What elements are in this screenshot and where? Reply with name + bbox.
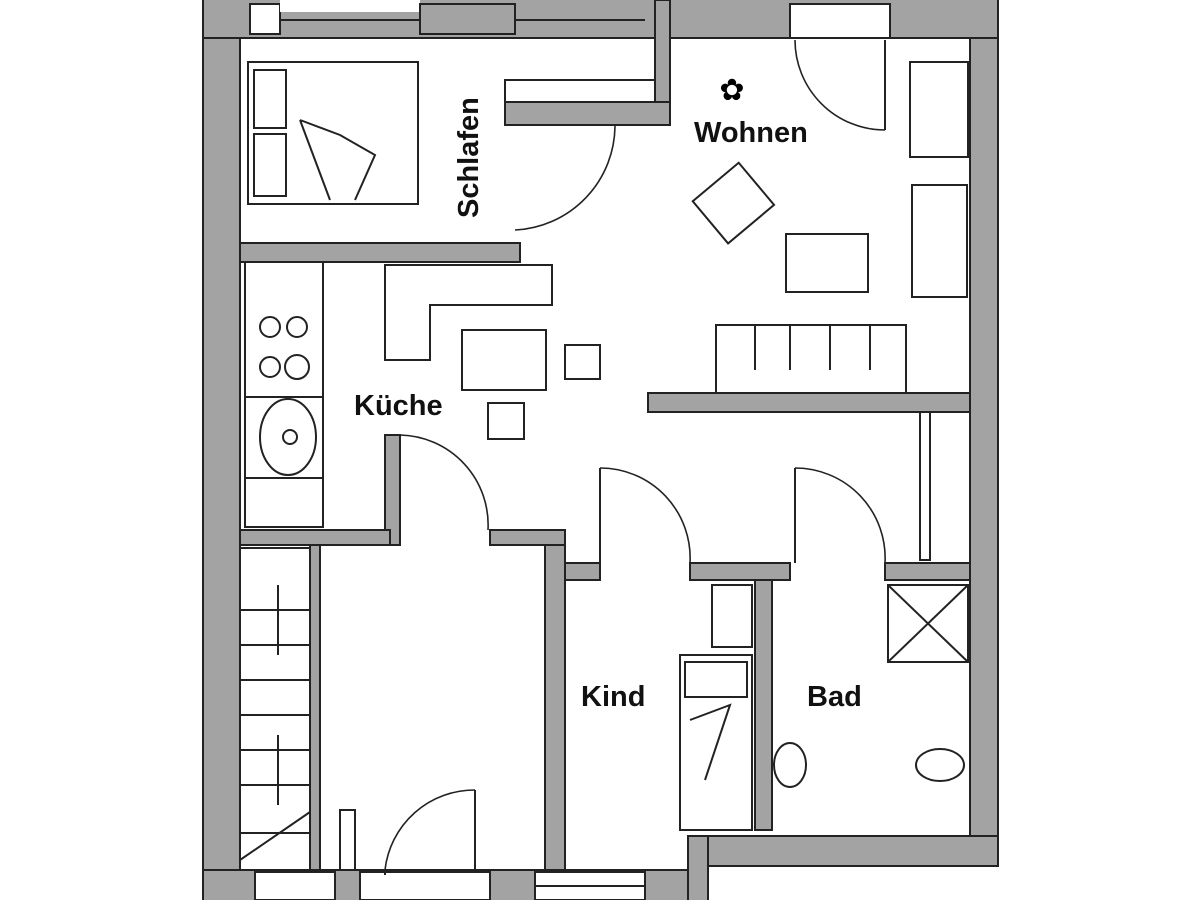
interior-walls: [239, 0, 971, 871]
side-sofa: [911, 184, 968, 298]
svg-text:✿: ✿: [719, 73, 744, 108]
sofa: [715, 324, 907, 394]
room-label-kind: Kind: [581, 681, 645, 713]
corner-bench: [384, 264, 553, 361]
room-label-schlafen: Schlafen: [453, 97, 485, 218]
dining-table: [461, 329, 601, 440]
bed-double: [247, 61, 419, 205]
room-label-wohnen: Wohnen: [694, 117, 808, 149]
toilet: [915, 748, 965, 782]
doors: [384, 39, 886, 875]
shelf: [909, 61, 969, 158]
room-label-bad: Bad: [807, 681, 862, 713]
armchair: [691, 161, 776, 245]
windows-top: [249, 0, 891, 39]
wardrobe: [711, 584, 753, 648]
coffee-table: [785, 233, 869, 293]
stairs: [239, 547, 311, 861]
plant-icon: ✿: [719, 73, 744, 108]
kitchen-counter: [244, 261, 324, 528]
windows-bottom: [254, 871, 646, 900]
room-label-kueche: Küche: [354, 390, 443, 422]
shower: [887, 584, 969, 663]
bed-single: [679, 654, 753, 831]
sink: [773, 742, 807, 788]
